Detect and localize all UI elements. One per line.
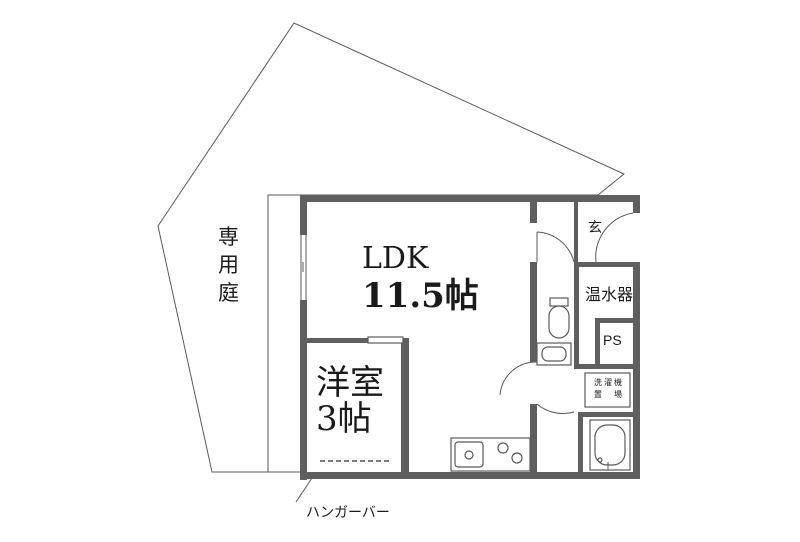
washer-char: 機: [614, 377, 622, 387]
pipe-space-label: PS: [603, 332, 622, 348]
garden-label-char: 専: [218, 225, 239, 249]
ldk-label: LDK: [362, 241, 429, 276]
hanger-bar-label: ハンガーバー: [306, 505, 390, 521]
outer-walls: [300, 195, 640, 480]
washer-char: 洗: [594, 377, 602, 387]
interior-walls: [530, 195, 640, 479]
washer-place-box: [584, 372, 631, 408]
entrance-label: 玄: [588, 219, 602, 236]
garden-label-char: 庭: [218, 281, 239, 305]
western-room-label: 洋室: [316, 363, 384, 403]
toilet: [548, 297, 570, 339]
water-heater-label: 温水器: [585, 285, 633, 304]
washer-char: 場: [614, 389, 622, 399]
door-swings: [499, 212, 634, 415]
bathtub: [589, 419, 631, 471]
washer-char: 濯: [604, 377, 612, 387]
western-room-walls: [300, 336, 409, 479]
western-room-size: 3帖: [316, 399, 372, 439]
wash-basin: [536, 342, 572, 366]
kitchen-counter: [450, 437, 531, 472]
hanger-bar-leader: [295, 477, 313, 503]
west-window: [300, 235, 307, 300]
washer-char: 置: [594, 390, 602, 399]
ldk-size: 11.5帖: [362, 276, 479, 316]
garden-label-char: 用: [218, 253, 239, 277]
